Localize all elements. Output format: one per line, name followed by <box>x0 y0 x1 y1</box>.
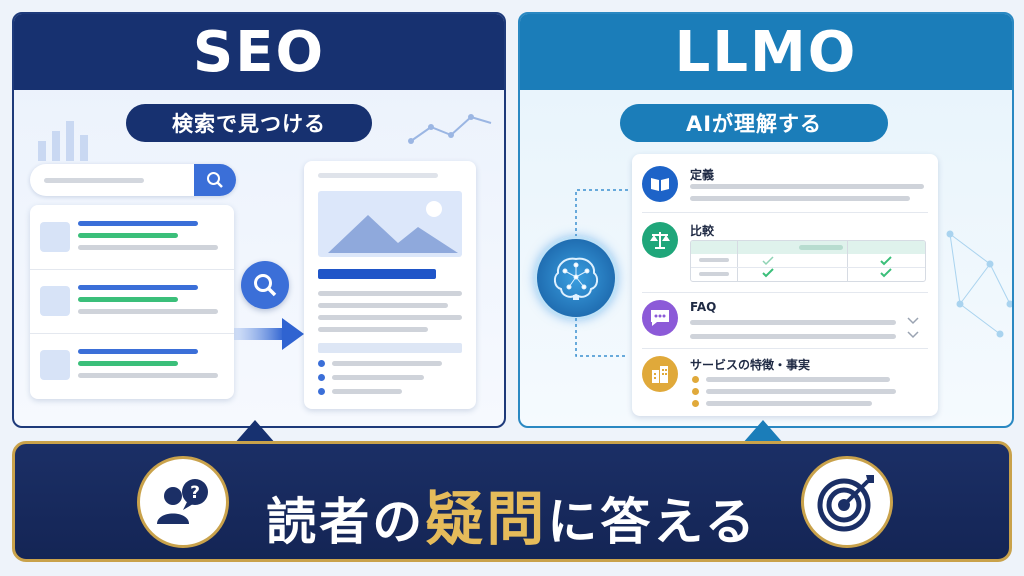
article-card <box>304 161 476 409</box>
llmo-subtitle: AIが理解する <box>620 104 888 142</box>
banner-text: 読者の疑問に答える <box>15 472 1009 556</box>
user-question-icon: ? <box>137 456 229 548</box>
building-icon <box>642 356 678 392</box>
banner-text-after: に答える <box>547 493 758 551</box>
search-input[interactable] <box>30 164 236 196</box>
item-label-features: サービスの特徴・事実 <box>690 358 811 372</box>
llmo-panel: LLMO AIが理解する 定義 <box>518 12 1014 428</box>
check-icon <box>762 256 774 278</box>
comparison-table <box>690 240 926 282</box>
line-chart-icon <box>408 114 492 144</box>
banner-text-highlight: 疑問 <box>425 485 548 553</box>
llmo-title: LLMO <box>520 14 1012 90</box>
magnifier-badge <box>241 261 289 309</box>
check-icon <box>880 256 892 278</box>
bar-chart-icon <box>38 121 88 161</box>
search-icon <box>207 172 223 188</box>
seo-subtitle: 検索で見つける <box>126 104 372 142</box>
seo-panel: SEO 検索で見つける <box>12 12 506 428</box>
arrow-up-icon <box>742 420 784 444</box>
bottom-banner: ? 読者の疑問に答える <box>12 441 1012 562</box>
search-button[interactable] <box>194 164 236 196</box>
item-label-definition: 定義 <box>690 168 715 182</box>
list-item[interactable] <box>30 333 234 397</box>
search-icon <box>254 274 277 297</box>
network-decoration <box>946 230 1012 338</box>
list-item[interactable] <box>30 269 234 334</box>
scale-icon <box>642 222 678 258</box>
banner-text-before: 読者の <box>266 493 426 551</box>
arrow-up-icon <box>234 420 276 444</box>
search-results-card <box>30 205 234 399</box>
brain-icon <box>553 257 599 300</box>
connector-lines <box>575 189 628 357</box>
image-placeholder <box>318 191 462 257</box>
seo-title: SEO <box>14 14 504 90</box>
target-icon <box>801 456 893 548</box>
chevron-down-icon[interactable] <box>906 314 920 342</box>
ai-knowledge-card: 定義 比較 FAQ <box>632 154 938 416</box>
item-label-comparison: 比較 <box>690 224 715 238</box>
chat-icon <box>642 300 678 336</box>
item-label-faq: FAQ <box>690 300 717 314</box>
book-icon <box>642 166 678 202</box>
image-icon <box>328 201 458 253</box>
ai-brain-badge <box>534 236 618 320</box>
list-item[interactable] <box>30 205 234 270</box>
arrow-right-icon <box>234 318 304 350</box>
svg-text:?: ? <box>190 483 200 503</box>
